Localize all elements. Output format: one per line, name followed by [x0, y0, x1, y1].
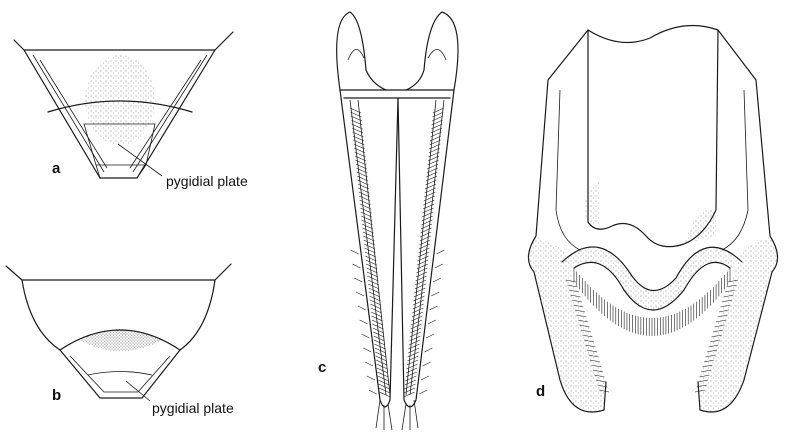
panel-c: c [318, 12, 458, 430]
panel-d: d [528, 26, 777, 413]
panel-a-label: a [52, 160, 61, 177]
panel-b-drawing [6, 264, 231, 398]
panel-c-label: c [318, 359, 326, 376]
panel-b-label: b [52, 387, 61, 404]
panel-c-bristles [350, 108, 444, 397]
panel-b-callout: pygidial plate [152, 400, 234, 416]
panel-b: pygidial plate b [6, 264, 234, 416]
panel-c-drawing [337, 12, 458, 430]
panel-d-label: d [536, 383, 545, 400]
panel-a: pygidial plate a [14, 32, 248, 189]
panel-a-callout: pygidial plate [166, 173, 248, 189]
panel-a-drawing [14, 32, 233, 178]
panel-d-drawing [528, 26, 777, 413]
